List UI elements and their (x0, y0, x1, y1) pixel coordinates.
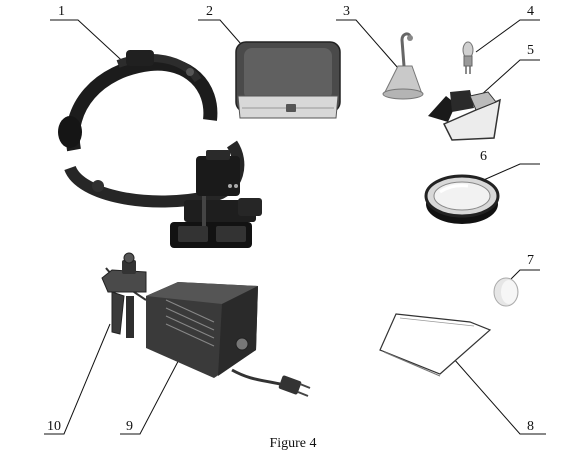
callout-7-label: 7 (527, 253, 534, 268)
callout-9-label: 9 (126, 419, 133, 434)
leader-line-7 (507, 269, 540, 283)
figure-caption: Figure 4 (269, 436, 317, 451)
callout-4-label: 4 (527, 4, 534, 19)
cleaning-cloth-illustration (379, 313, 492, 377)
filter-clip-illustration (428, 90, 501, 141)
leader-line-4 (475, 19, 540, 53)
callout-8-label: 8 (527, 419, 534, 434)
leader-line-5 (479, 59, 540, 97)
callout-1-label: 1 (58, 4, 65, 19)
small-bulb-illustration (462, 41, 474, 74)
leader-line-3 (336, 19, 399, 69)
leader-line-9 (120, 349, 185, 435)
leader-line-unlabelled (469, 163, 540, 187)
round-disc-illustration (493, 277, 519, 307)
power-adapter-illustration (105, 267, 311, 397)
wall-bracket-illustration (101, 252, 147, 338)
bulb-holder-illustration (382, 32, 424, 100)
leader-line-2 (198, 19, 249, 53)
headband-ophthalmoscope-illustration (58, 50, 262, 248)
storage-case-illustration (235, 41, 341, 119)
leader-line-1 (50, 19, 131, 69)
callout-5-label: 5 (527, 43, 534, 58)
round-lens-illustration (424, 174, 500, 224)
callout-3-label: 3 (343, 4, 350, 19)
callout-10-label: 10 (47, 419, 61, 434)
leader-line-8 (445, 349, 546, 435)
callout-2-label: 2 (206, 4, 213, 19)
leader-lines (44, 19, 546, 435)
callout-6-label: 6 (480, 149, 487, 164)
leader-line-10 (44, 323, 111, 435)
